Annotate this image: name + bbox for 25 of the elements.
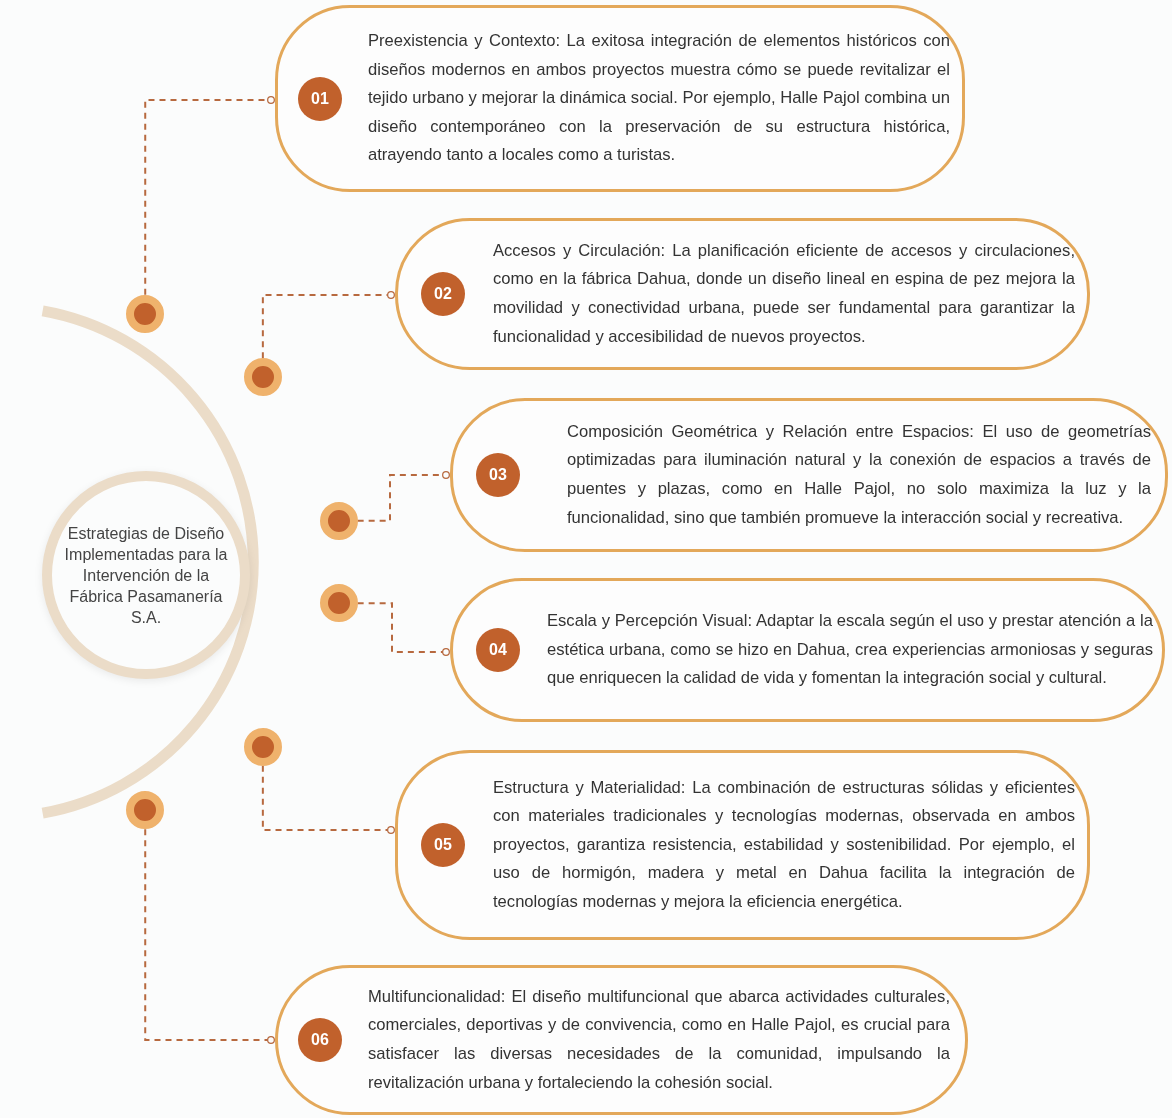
strategy-description: Escala y Percepción Visual: Adaptar la escala según el uso y prestar atención a la estética urbana, como se hizo en Dahua, crea experiencias armoniosas y seguras que enriquecen la calidad de vida y fomentan la integración social y cultural.: [547, 610, 1153, 690]
strategy-description: Accesos y Circulación: La planificación eficiente de accesos y circulaciones, como en la fábrica Dahua, donde un diseño lineal en espina de pez mejora la movilidad y conectividad urbana, puede ser fundamental para garantizar la funcionalidad y accesibilidad de nuevos proyectos.: [493, 239, 1075, 348]
strategy-description: Preexistencia y Contexto: La exitosa integración de elementos históricos con diseños modernos en ambos proyectos muestra cómo se puede revitalizar el tejido urbano y mejorar la dinámica social. Por ejemplo, Halle Pajol combina un diseño contemporáneo con la preservación de su estructura histórica, atrayendo tanto a locales como a turistas.: [368, 30, 950, 167]
timeline-dot: [243, 727, 282, 766]
timeline-dot: [126, 791, 165, 830]
step-number: 05: [421, 823, 465, 867]
dashed-connector: [261, 291, 395, 360]
dashed-connector: [144, 96, 275, 296]
strategy-description: Composición Geométrica y Relación entre Espacios: El uso de geometrías optimizadas para iluminación natural y la conexión de espacios a través de puentes y plazas, como en Halle Pajol, no solo maximiza la luz y la funcionalidad, sino que también promueve la interacción social y recreativa.: [567, 420, 1151, 529]
step-number: 06: [298, 1018, 342, 1062]
dashed-connector: [356, 602, 450, 656]
timeline-dot: [319, 501, 358, 540]
step-number: 04: [476, 628, 520, 672]
timeline-dot: [126, 294, 165, 333]
timeline-dot: [243, 358, 282, 397]
strategy-description: Multifuncionalidad: El diseño multifuncional que abarca actividades culturales, comerciales, deportivas y de convivencia, como en Halle Pajol, es crucial para satisfacer las diversas necesidades de la comunidad, impulsando la revitalización urbana y fortaleciendo la cohesión social.: [368, 985, 950, 1094]
timeline-dot: [319, 584, 358, 623]
dashed-connector: [356, 471, 450, 522]
step-number: 01: [298, 76, 342, 121]
step-number: 03: [476, 453, 520, 497]
strategy-description: Estructura y Materialidad: La combinación de estructuras sólidas y eficientes con materiales tradicionales y tecnologías modernas, observada en ambos proyectos, garantiza resistencia, estabilidad y sostenibilidad. Por ejemplo, el uso de hormigón, madera y metal en Dahua facilita la integración de tecnologías modernas y mejora la eficiencia energética.: [493, 776, 1075, 913]
dashed-connector: [261, 764, 395, 834]
topic-title: Estrategias de Diseño Implementadas para la Intervención de la Fábrica Pasamanería S.A.: [63, 523, 229, 628]
step-number: 02: [421, 272, 465, 316]
dashed-connector: [144, 828, 275, 1044]
